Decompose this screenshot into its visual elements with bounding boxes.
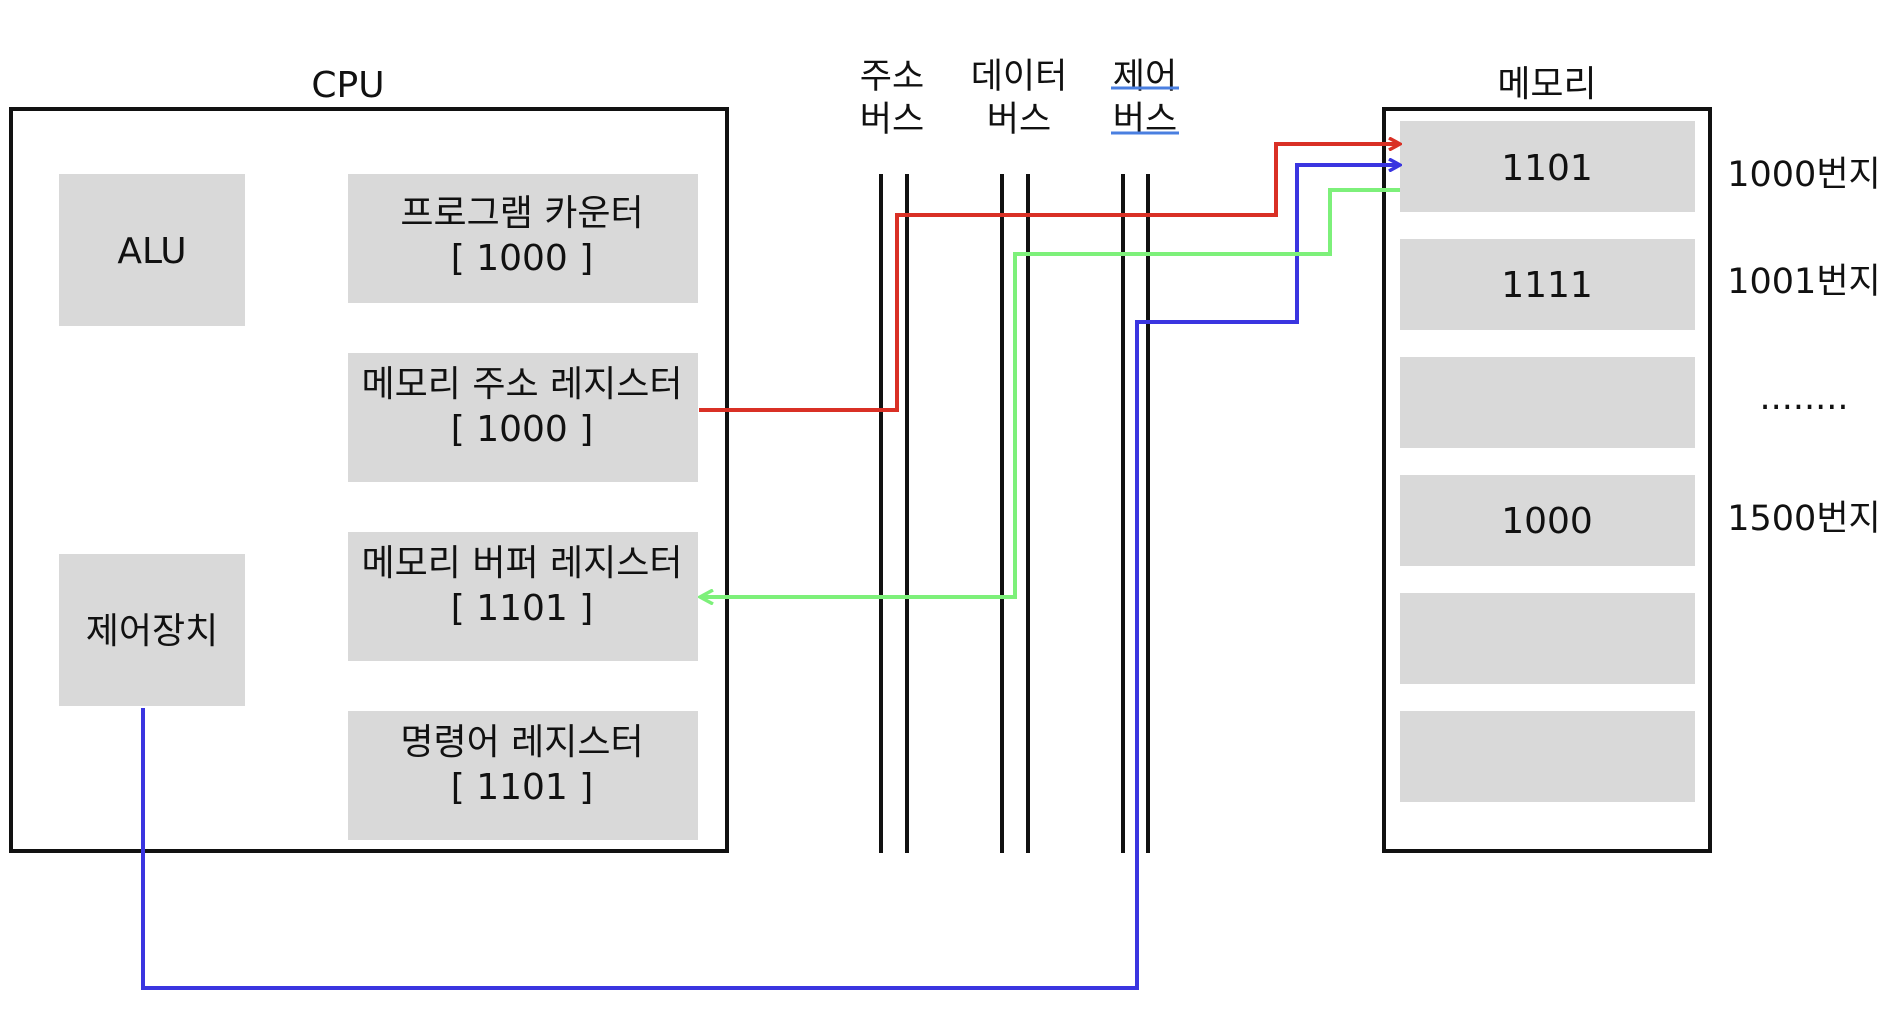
memory-cell <box>1400 593 1695 684</box>
program-counter-box: 프로그램 카운터 [ 1000 ] <box>348 174 698 303</box>
cpu-title: CPU <box>311 65 384 106</box>
data-bus-label-line2: 버스 <box>987 100 1051 140</box>
memory-address-label: 1001번지 <box>1727 262 1880 302</box>
memory-title: 메모리 <box>1497 64 1596 105</box>
memory-cell: 1000 <box>1400 475 1695 566</box>
memory-buffer-register-box: 메모리 버퍼 레지스터 [ 1101 ] <box>348 532 698 661</box>
memory-address-register-label: 메모리 주소 레지스터 <box>362 364 683 405</box>
memory-frame <box>1382 107 1712 853</box>
memory-cell <box>1400 711 1695 802</box>
control-bus: 제어 버스 <box>1111 57 1179 853</box>
memory-address-register-value: [ 1000 ] <box>451 409 594 450</box>
memory-address-ellipsis: ........ <box>1759 378 1848 418</box>
address-bus: 주소 버스 <box>860 57 924 853</box>
memory-cell-value: 1000 <box>1501 501 1593 542</box>
memory-address-label: 1000번지 <box>1727 155 1880 195</box>
memory-address-label: 1500번지 <box>1727 499 1880 539</box>
control-unit-box: 제어장치 <box>59 554 245 706</box>
cpu: CPU ALU 제어장치 프로그램 카운터 [ 1000 ] 메모리 주소 레지… <box>9 65 729 853</box>
program-counter-value: [ 1000 ] <box>451 238 594 279</box>
control-unit-label: 제어장치 <box>86 611 218 652</box>
memory-cell-value: 1101 <box>1501 148 1593 189</box>
signal-paths <box>141 144 1400 990</box>
data-signal-path <box>700 188 1400 597</box>
program-counter-label: 프로그램 카운터 <box>400 193 643 234</box>
address-bus-label-line1: 주소 <box>860 57 924 97</box>
alu-label: ALU <box>117 231 186 272</box>
instruction-register-value: [ 1101 ] <box>451 767 594 808</box>
memory: 메모리 1101 1111 1000 1000번지 1001번지 ....... <box>1382 64 1880 853</box>
memory-cell: 1111 <box>1400 239 1695 330</box>
memory-cell: 1101 <box>1400 121 1695 212</box>
buses: 주소 버스 데이터 버스 제어 버스 <box>860 57 1179 853</box>
memory-buffer-register-value: [ 1101 ] <box>451 588 594 629</box>
data-bus: 데이터 버스 <box>971 57 1068 853</box>
memory-buffer-register-label: 메모리 버퍼 레지스터 <box>362 543 683 584</box>
data-bus-label-line1: 데이터 <box>971 57 1068 97</box>
control-bus-label-line1: 제어 <box>1113 57 1177 97</box>
cpu-frame <box>9 107 729 853</box>
control-signal-path <box>141 165 1400 990</box>
alu-box: ALU <box>59 174 245 326</box>
memory-address-register-box: 메모리 주소 레지스터 [ 1000 ] <box>348 353 698 482</box>
address-signal-path <box>699 144 1400 412</box>
memory-cell <box>1400 357 1695 448</box>
instruction-register-label: 명령어 레지스터 <box>400 722 643 763</box>
instruction-register-box: 명령어 레지스터 [ 1101 ] <box>348 711 698 840</box>
memory-cell-value: 1111 <box>1501 265 1593 306</box>
address-bus-label-line2: 버스 <box>860 100 924 140</box>
